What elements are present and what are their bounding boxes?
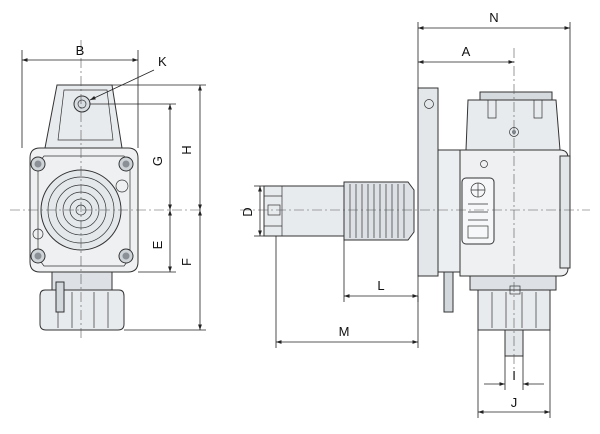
label-K: K [158, 54, 167, 69]
label-H: H [179, 145, 194, 154]
side-view [240, 48, 590, 370]
label-E: E [150, 240, 165, 249]
label-B: B [76, 43, 85, 58]
front-view [10, 40, 200, 340]
label-N: N [489, 10, 498, 25]
corner-bolts [30, 156, 134, 264]
label-plate [461, 177, 495, 245]
label-A: A [462, 44, 471, 59]
label-G: G [150, 156, 165, 166]
side-collet-nut [469, 275, 557, 291]
front-dimensions: B K G H E F [21, 43, 206, 331]
side-dimensions: N A D L M I J [240, 10, 571, 418]
side-coolant-pipe [443, 271, 454, 313]
front-coolant-pipe [55, 281, 65, 313]
label-J: J [511, 395, 518, 410]
label-D: D [240, 207, 255, 216]
label-I: I [512, 368, 516, 383]
threaded-section [343, 181, 415, 241]
flange-plate [417, 87, 439, 277]
label-F: F [179, 258, 194, 266]
side-top-clamp [465, 99, 561, 151]
shank [263, 185, 345, 237]
label-M: M [339, 324, 350, 339]
label-L: L [377, 278, 384, 293]
clamp-screw [73, 95, 91, 113]
